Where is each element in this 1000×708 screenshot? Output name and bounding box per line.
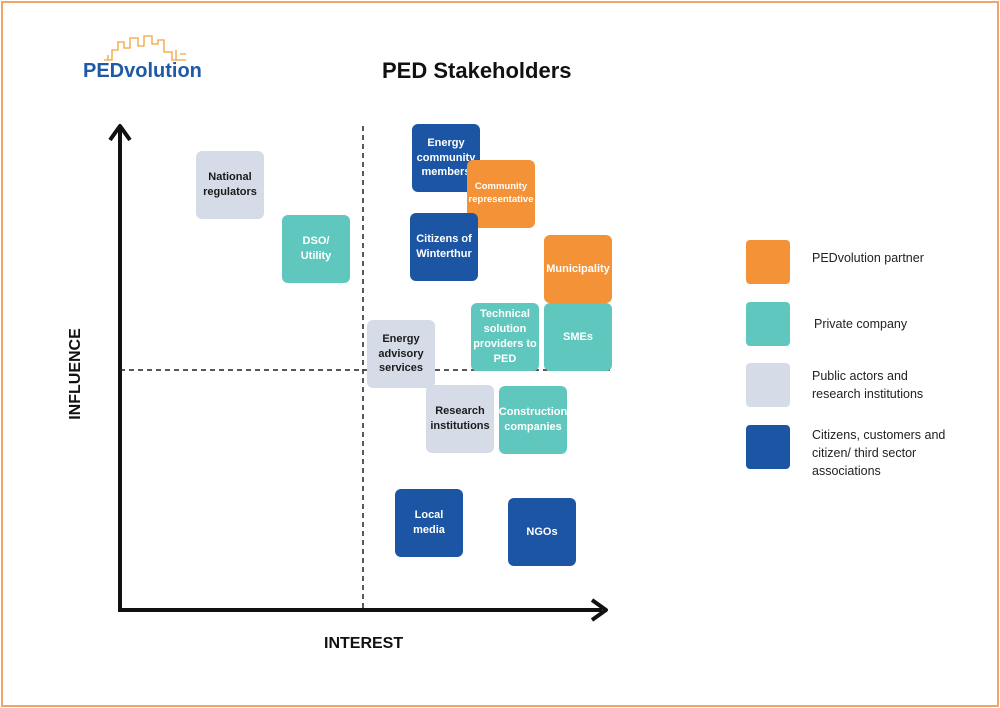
stakeholder-community-representative: Community representative [467,160,535,228]
legend-label-partner: PEDvolution partner [812,251,924,265]
stakeholder-citizens-of-winterthur: Citizens of Winterthur [410,213,478,281]
legend-label-citizens: Citizens, customers and citizen/ third s… [812,428,946,479]
legend-swatch-private [746,302,790,346]
page-title: PED Stakeholders [382,58,572,83]
x-axis-arrowhead [590,598,608,622]
stakeholder-smes: SMEs [544,303,612,371]
y-axis-label: INFLUENCE [67,328,84,420]
stakeholder-energy-community-members: Energy community members [412,124,480,192]
stakeholder-ngos: NGOs [508,498,576,566]
stakeholder-construction-companies: Construction companies [499,386,567,454]
stakeholder-dso-utility: DSO/ Utility [282,215,350,283]
skyline-logo-icon [104,35,186,61]
y-axis-arrowhead [108,124,132,142]
stakeholder-energy-advisory-services: Energy advisory services [367,320,435,388]
stakeholder-technical-solution-providers: Technical solution providers to PED [471,303,539,371]
stakeholder-municipality: Municipality [544,235,612,303]
logo-text: PEDvolution [83,60,202,82]
legend-swatch-public [746,363,790,407]
x-axis-label: INTEREST [324,635,404,652]
legend-label-public: Public actors and research institutions [812,369,924,402]
legend-swatch-partner [746,240,790,284]
legend-label-private: Private company [814,317,908,331]
legend-swatch-citizens [746,425,790,469]
stakeholder-local-media: Local media [395,489,463,557]
stakeholder-research-institutions: Research institutions [426,385,494,453]
stakeholder-national-regulators: National regulators [196,151,264,219]
